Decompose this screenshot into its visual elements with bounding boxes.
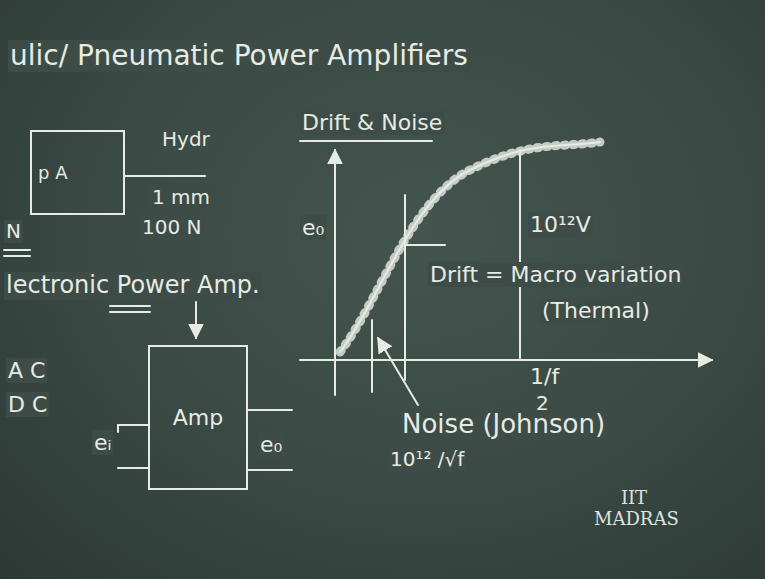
box-label: p A (38, 162, 67, 183)
output-wire (248, 469, 292, 471)
leader-line (378, 338, 418, 405)
underline (110, 311, 150, 313)
underline (4, 255, 30, 257)
axis-label: e₀ (300, 215, 326, 240)
annotation: A C (6, 358, 47, 383)
annotation: Drift = Macro variation (428, 262, 683, 287)
underline (300, 140, 432, 142)
output-wire (248, 409, 292, 411)
annotation: N (4, 220, 23, 243)
dimension: 1 mm (150, 186, 212, 209)
section-heading: lectronic Power Amp. (4, 272, 262, 300)
annotation: 10¹² /√f (388, 448, 466, 471)
bound-line (405, 244, 445, 246)
amplifier-box: Amp (148, 345, 248, 490)
board-heading: ulic/ Pneumatic Power Amplifiers (8, 40, 470, 72)
annotation: 10¹²V (528, 212, 593, 237)
y-axis (334, 150, 336, 395)
axis-label: 1/f (528, 364, 561, 389)
bound-line (404, 195, 406, 380)
signal-name: eᵢ (92, 430, 113, 455)
output-rod (125, 175, 205, 177)
input-arrow (195, 302, 197, 338)
x-axis (300, 359, 712, 361)
dimension: 100 N (140, 216, 204, 239)
annotation: D C (6, 392, 49, 417)
annotation: (Thermal) (540, 298, 652, 323)
watermark: IIT MADRAS (592, 488, 676, 529)
input-wire (118, 467, 148, 469)
underline (4, 249, 30, 251)
underline (110, 305, 150, 307)
bound-line (371, 320, 373, 392)
input-wire (117, 425, 119, 432)
box-label: Amp (173, 405, 223, 430)
section-heading: Drift & Noise (300, 110, 444, 135)
actuator-box: p A (30, 130, 125, 215)
signal-name: e₀ (258, 432, 284, 457)
bound-line (519, 150, 521, 358)
input-wire (118, 424, 148, 426)
annotation: Noise (Johnson) (400, 410, 607, 440)
annotation: Hydr (160, 128, 212, 151)
